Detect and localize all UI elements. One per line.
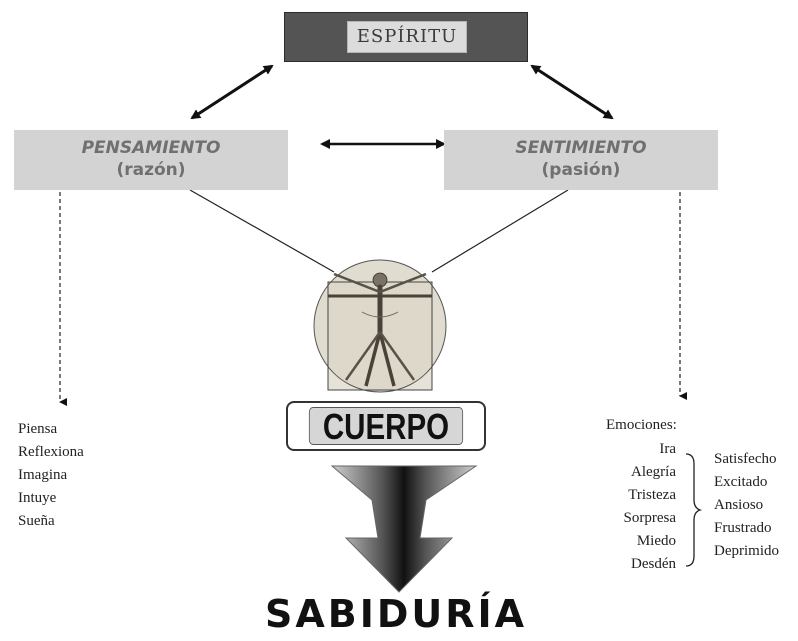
- list-item: Intuye: [18, 490, 57, 506]
- line-sentimiento-cuerpo: [431, 189, 569, 273]
- cuerpo-box: CUERPO: [286, 401, 486, 451]
- sentimiento-subtitle: (pasión): [541, 160, 621, 180]
- list-item: Reflexiona: [18, 444, 84, 460]
- list-item: Satisfecho: [714, 451, 777, 467]
- emotions-brace: [685, 453, 703, 567]
- sabiduria-label: SABIDURÍA: [264, 592, 528, 636]
- list-item: Miedo: [636, 533, 676, 549]
- espiritu-label: ESPÍRITU: [347, 21, 467, 53]
- sentimiento-box: SENTIMIENTO (pasión): [444, 130, 718, 190]
- list-item: Desdén: [631, 556, 676, 572]
- list-item: Imagina: [18, 467, 68, 483]
- list-item: Excitado: [714, 474, 768, 490]
- list-item: Piensa: [18, 421, 58, 437]
- line-pensamiento-cuerpo: [189, 189, 335, 273]
- list-item: Tristeza: [628, 487, 676, 503]
- list-item: Frustrado: [714, 520, 772, 536]
- arrow-espiritu-sentimiento: [530, 64, 614, 120]
- pensamiento-title: PENSAMIENTO: [81, 138, 221, 158]
- emotional-states-list: Satisfecho Excitado Ansioso Frustrado De…: [714, 448, 779, 563]
- funnel-arrow: [330, 465, 478, 593]
- arrow-espiritu-pensamiento: [190, 64, 274, 120]
- vitruvian-man-image: [313, 259, 447, 393]
- list-item: Ansioso: [714, 497, 764, 513]
- list-item: Sorpresa: [623, 510, 677, 526]
- list-item: Sueña: [18, 513, 55, 529]
- emotions-heading: Emociones:: [606, 417, 677, 433]
- list-item: Ira: [659, 441, 676, 457]
- sentimiento-title: SENTIMIENTO: [515, 138, 647, 158]
- espiritu-box: ESPÍRITU: [284, 12, 528, 62]
- list-item: Deprimido: [714, 543, 779, 559]
- thinking-actions-list: Piensa Reflexiona Imagina Intuye Sueña: [18, 418, 84, 533]
- pensamiento-subtitle: (razón): [116, 160, 186, 180]
- basic-emotions-list: Ira Alegría Tristeza Sorpresa Miedo Desd…: [596, 438, 677, 576]
- pensamiento-box: PENSAMIENTO (razón): [14, 130, 288, 190]
- list-item: Alegría: [631, 464, 676, 480]
- cuerpo-label: CUERPO: [308, 407, 464, 446]
